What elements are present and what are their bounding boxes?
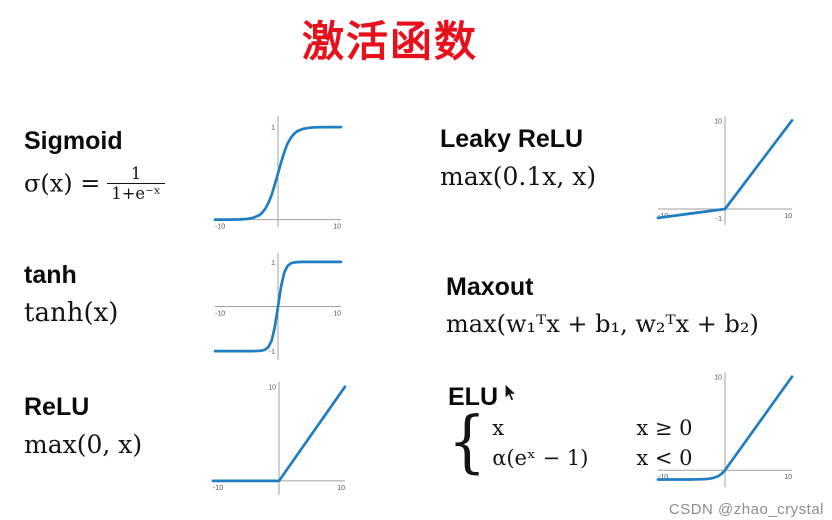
tanh-formula: tanh(x) (24, 297, 119, 328)
leaky-relu-name: Leaky ReLU (440, 125, 584, 153)
y-tick-label: 10 (714, 375, 722, 382)
function-curve (213, 125, 343, 221)
y-tick-label: 1 (271, 260, 275, 267)
elu-plot: -10 10 10 (650, 366, 800, 500)
elu-case-expr: x (492, 415, 505, 440)
elu-case-expr: α(eˣ − 1) (492, 445, 589, 470)
tanh-plot: -10 10 1 -1 (207, 247, 349, 373)
function-curve (213, 260, 343, 353)
y-tick-label: -1 (716, 216, 722, 223)
y-tick-label: 10 (268, 385, 276, 392)
sigmoid-plot: -10 10 1 (207, 110, 349, 240)
tanh-name: tanh (24, 261, 77, 289)
cursor-icon (504, 383, 517, 407)
x-tick-label: 10 (784, 474, 792, 481)
function-curve (656, 119, 794, 220)
maxout-formula: max(w₁ᵀx + b₁, w₂ᵀx + b₂) (446, 309, 759, 338)
x-tick-label: 10 (333, 224, 341, 231)
x-tick-label: -10 (215, 311, 225, 318)
relu-name: ReLU (24, 393, 90, 421)
fraction-denominator: 1+e⁻ˣ (111, 184, 161, 204)
watermark: CSDN @zhao_crystal (668, 501, 824, 518)
activation-item-relu: ReLU max(0, x) (24, 393, 143, 460)
x-tick-label: -10 (213, 485, 223, 492)
plot-svg: -10 10 1 (213, 116, 343, 231)
function-curve (656, 375, 794, 481)
relu-formula: max(0, x) (24, 429, 143, 459)
cases-brace: { (448, 402, 487, 482)
elu-name: ELU (448, 383, 498, 411)
x-tick-label: -10 (215, 224, 225, 231)
maxout-name: Maxout (446, 273, 534, 301)
activation-item-tanh: tanh tanh(x) (24, 261, 119, 329)
page-title: 激活函数 (301, 18, 478, 65)
y-tick-label: 10 (714, 118, 722, 125)
x-tick-label: -10 (658, 474, 668, 481)
x-tick-label: 10 (333, 311, 341, 318)
leaky-relu-formula: max(0.1x, x) (440, 161, 597, 191)
function-curve (211, 385, 347, 483)
activation-item-leaky-relu: Leaky ReLU max(0.1x, x) (440, 125, 597, 192)
elu-case-cond: x < 0 (636, 445, 693, 470)
y-tick-label: 1 (271, 125, 275, 132)
activation-item-elu: ELU { x x ≥ 0 α(eˣ − 1) x < 0 (448, 383, 693, 482)
plot-svg: -10 10 10 (656, 372, 794, 487)
x-tick-label: 10 (337, 485, 345, 492)
plot-svg: -10 10 1 -1 (213, 253, 343, 360)
sigmoid-name: Sigmoid (24, 127, 123, 155)
plot-svg: -10 10 10 (211, 382, 347, 495)
sigmoid-formula-lhs: σ(x) = (24, 168, 101, 197)
activation-item-maxout: Maxout max(w₁ᵀx + b₁, w₂ᵀx + b₂) (446, 273, 759, 338)
y-tick-label: -1 (269, 349, 275, 356)
x-tick-label: 10 (784, 213, 792, 220)
relu-plot: -10 10 10 (205, 376, 353, 508)
elu-cases: x x ≥ 0 α(eˣ − 1) x < 0 (492, 416, 692, 470)
elu-case-cond: x ≥ 0 (636, 415, 693, 440)
elu-formula: { x x ≥ 0 α(eˣ − 1) x < 0 (448, 402, 693, 482)
fraction-numerator: 1 (107, 164, 165, 185)
